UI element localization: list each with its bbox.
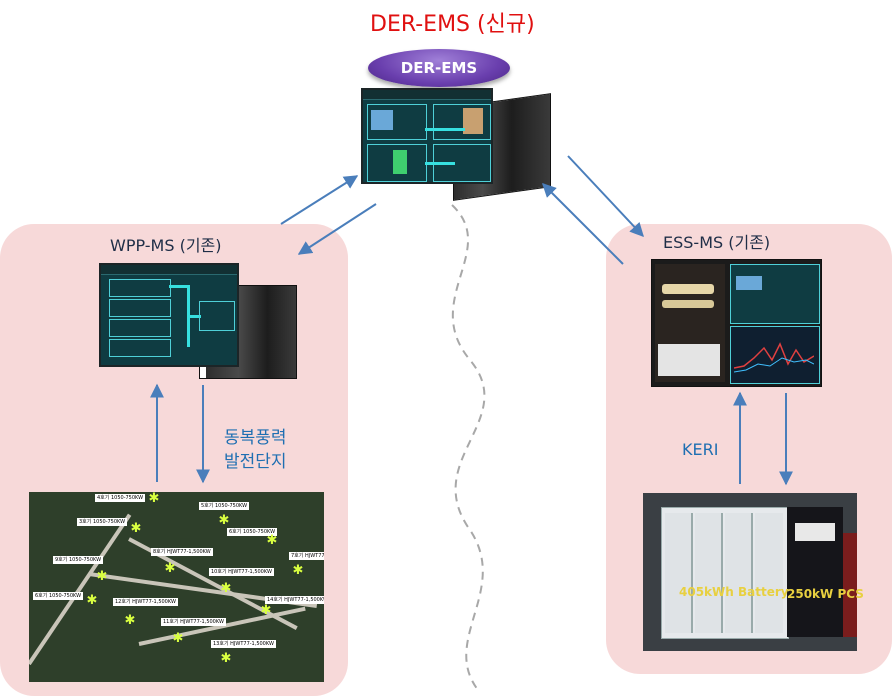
wind-farm-label-line1: 동복풍력 [224,428,287,448]
ess-equipment-photo: 405kWh Battery 250kW PCS [643,493,864,651]
wpp-ms-title: WPP-MS (기존) [110,236,222,255]
arrow-ess-to-der [542,183,624,265]
der-ems-badge: DER-EMS [368,49,510,87]
divider-dashed-curve [451,204,486,691]
wpp-ms-server-image [99,263,297,379]
keri-label: KERI [682,440,719,459]
ess-ms-title: ESS-MS (기존) [663,233,771,252]
wind-farm-aerial-image: 4호기 1050-750KW 5호기 1050-750KW 3호기 1050-7… [29,492,324,682]
ess-ms-monitor-image [651,259,822,387]
arrow-der-to-ess [567,155,644,238]
battery-label: 405kWh Battery [679,585,789,599]
der-ems-monitor [361,88,493,184]
wind-farm-label: 동복풍력 발전단지 [224,426,287,474]
wind-farm-label-line2: 발전단지 [224,452,287,472]
arrow-der-to-wpp [297,203,377,255]
pcs-label: 250kW PCS [787,587,864,601]
der-ems-server-image [361,88,551,201]
arrow-wpp-to-der [280,175,359,225]
wpp-ms-monitor [99,263,239,367]
der-ems-title: DER-EMS (신규) [370,12,535,37]
